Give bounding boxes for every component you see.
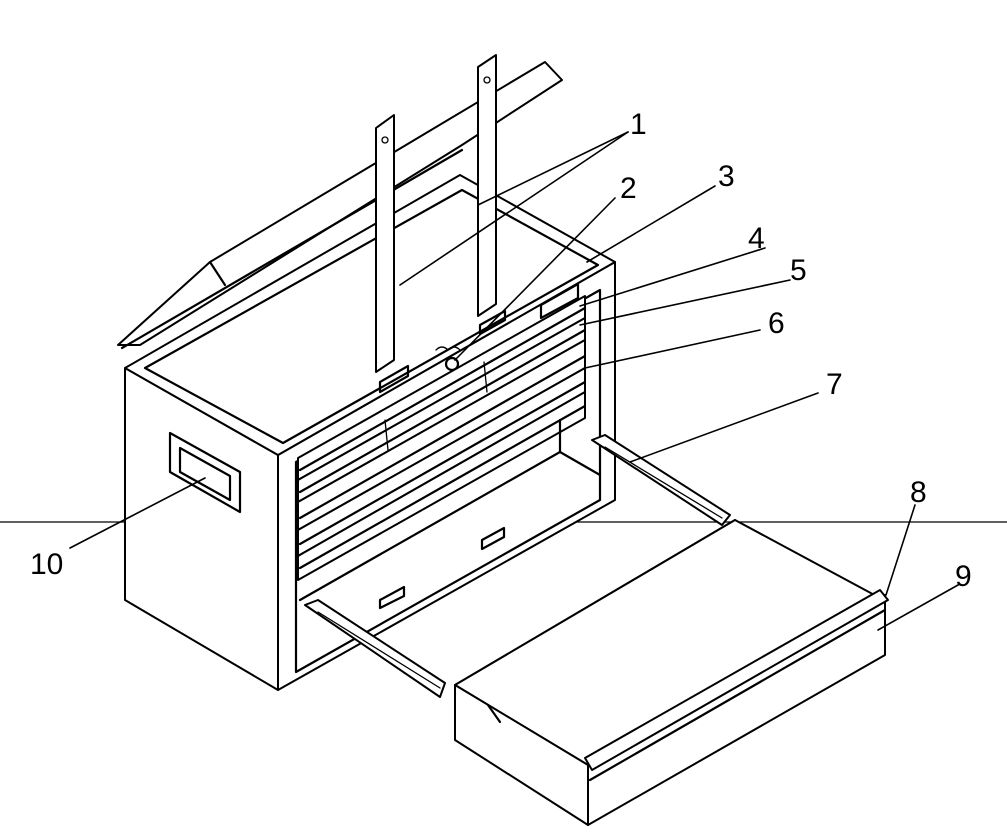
callout-10: 10: [30, 548, 63, 581]
callout-5: 5: [790, 254, 807, 287]
callout-4: 4: [748, 222, 765, 255]
callouts: 1 2 3 4 5 6 7 8 9 10: [30, 108, 972, 593]
callout-9: 9: [955, 560, 972, 593]
callout-2: 2: [620, 172, 637, 205]
callout-7: 7: [826, 368, 843, 401]
callout-1: 1: [630, 108, 647, 141]
open-bay: [298, 418, 602, 610]
leader-lines: [69, 131, 959, 631]
callout-8: 8: [910, 476, 927, 509]
drawer-side: [454, 684, 589, 826]
callout-3: 3: [718, 160, 735, 193]
chest-lid: [117, 61, 563, 350]
label-plate: [539, 282, 580, 320]
side-handle: [168, 431, 242, 514]
drawer-slides: [304, 434, 731, 698]
lid-stays: [375, 54, 497, 373]
drawer-pull-trim: [584, 589, 889, 771]
callout-6: 6: [768, 307, 785, 340]
open-drawer: [454, 519, 889, 826]
slide-left: [304, 599, 446, 698]
lid-stay-right: [477, 54, 497, 317]
upper-drawers: [297, 295, 587, 581]
lid-stay-left: [375, 114, 395, 373]
